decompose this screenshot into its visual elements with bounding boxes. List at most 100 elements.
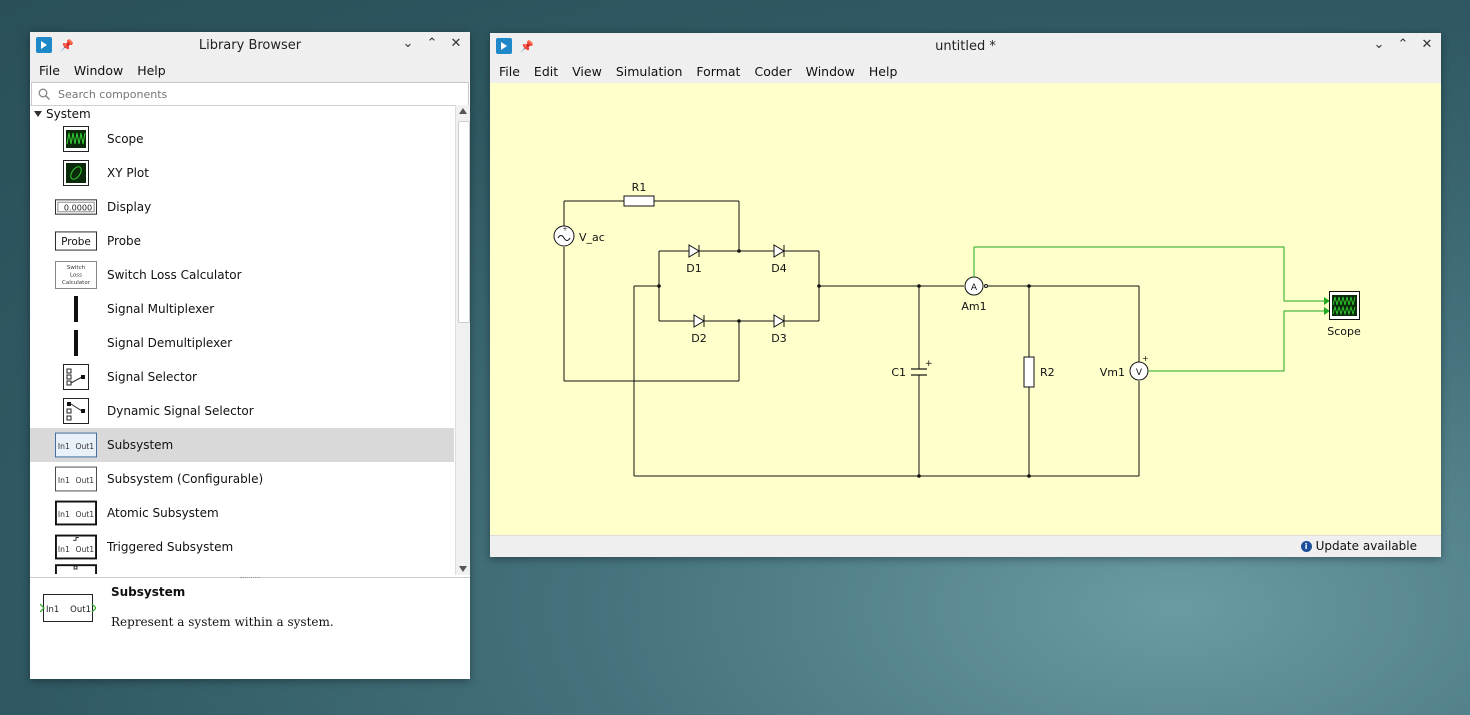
menu-coder[interactable]: Coder [754,63,792,79]
scrollbar-thumb[interactable] [458,121,470,323]
label-v-ac: V_ac [579,231,605,244]
detail-title: Subsystem [111,585,186,599]
library-browser-titlebar[interactable]: 📌 Library Browser ⌄ ⌃ ✕ [30,32,470,58]
category-label: System [46,107,91,121]
tree-item-partial[interactable] [30,564,454,574]
subsystem-icon-out: Out1 [75,476,94,485]
window-title: untitled * [935,38,996,54]
scroll-down-icon[interactable] [459,566,467,572]
subsystem-icon-in: In1 [58,545,70,554]
tree-item-probe[interactable]: Probe Probe [30,224,454,258]
component-tree: System Scope XY Plot 0.0000 Display Prob… [30,105,454,576]
pin-icon[interactable]: 📌 [520,39,534,53]
tree-item-signal-selector[interactable]: Signal Selector [30,360,454,394]
multiplexer-icon [55,296,97,322]
ammeter-am1[interactable]: A Am1 [961,276,988,313]
label-vm1: Vm1 [1100,366,1125,379]
tree-category-system[interactable]: System [30,106,454,122]
subsystem-icon-out: Out1 [75,545,94,554]
search-bar [31,82,469,106]
subsystem-icon-out: Out1 [75,510,94,519]
ammeter-symbol: A [971,283,978,293]
tree-item-label: Triggered Subsystem [107,540,234,554]
diode-d3[interactable]: D3 [771,314,787,345]
menu-simulation[interactable]: Simulation [615,63,683,79]
chevron-up-icon[interactable]: ⌃ [426,36,438,51]
label-d1: D1 [686,262,701,275]
menu-window[interactable]: Window [73,62,124,78]
tree-item-label: Scope [107,132,144,146]
circuit-diagram: R1 + V_ac D1 D4 [553,181,1361,478]
label-d3: D3 [771,332,786,345]
tree-item-label: Switch Loss Calculator [107,268,242,282]
expand-triangle-icon[interactable] [34,111,42,117]
capacitor-c1[interactable]: + C1 [891,359,932,379]
svg-text:+: + [562,226,567,233]
ac-voltage-source-v-ac[interactable]: + V_ac [553,225,605,247]
menu-file[interactable]: File [39,62,60,78]
tree-item-xy-plot[interactable]: XY Plot [30,156,454,190]
menu-edit[interactable]: Edit [533,63,559,79]
svg-text:+: + [1142,354,1149,363]
label-c1: C1 [891,366,906,379]
probe-icon-text: Probe [61,236,91,248]
menu-help[interactable]: Help [868,63,898,79]
info-icon: i [1300,540,1312,552]
tree-item-signal-multiplexer[interactable]: Signal Multiplexer [30,292,454,326]
label-r1: R1 [632,181,647,194]
subsystem-icon-in: In1 [58,510,70,519]
resistor-r2[interactable]: R2 [1023,356,1055,388]
voltmeter-vm1[interactable]: V + Vm1 [1100,354,1149,381]
tree-item-display[interactable]: 0.0000 Display [30,190,454,224]
partial-block-icon [55,564,97,574]
detail-icon-out: Out1 [70,605,91,615]
diode-d4[interactable]: D4 [771,244,787,275]
model-titlebar[interactable]: 📌 untitled * ⌄ ⌃ ✕ [490,33,1441,59]
diode-d1[interactable]: D1 [686,244,702,275]
library-browser-window: 📌 Library Browser ⌄ ⌃ ✕ File Window Help… [30,32,470,679]
model-window: 📌 untitled * ⌄ ⌃ ✕ File Edit View Simula… [490,33,1441,557]
detail-icon-in: In1 [46,605,59,615]
pin-icon[interactable]: 📌 [60,38,74,52]
menu-format[interactable]: Format [696,63,741,79]
app-logo-icon [36,37,52,53]
tree-item-label: Subsystem [107,438,174,452]
chevron-down-icon[interactable]: ⌄ [402,36,414,51]
triggered-subsystem-icon: In1 Out1 [55,534,97,560]
tree-scrollbar[interactable] [455,105,470,575]
model-menubar: File Edit View Simulation Format Coder W… [490,59,1441,83]
tree-item-signal-demultiplexer[interactable]: Signal Demultiplexer [30,326,454,360]
tree-item-triggered-subsystem[interactable]: In1 Out1 Triggered Subsystem [30,530,454,564]
display-icon: 0.0000 [55,194,97,220]
schematic-canvas[interactable]: R1 + V_ac D1 D4 [490,83,1441,536]
menu-help[interactable]: Help [137,62,166,78]
tree-item-dynamic-signal-selector[interactable]: Dynamic Signal Selector [30,394,454,428]
label-d4: D4 [771,262,786,275]
splitter-handle[interactable] [240,577,260,581]
status-text: Update available [1315,539,1417,553]
update-available-notice[interactable]: i Update available [1300,539,1417,553]
close-icon[interactable]: ✕ [450,36,462,51]
menu-file[interactable]: File [499,63,520,79]
close-icon[interactable]: ✕ [1421,37,1433,52]
chevron-up-icon[interactable]: ⌃ [1397,37,1409,52]
label-r2: R2 [1040,366,1055,379]
chevron-down-icon[interactable]: ⌄ [1373,37,1385,52]
resistor-r1[interactable]: R1 [623,181,655,207]
scroll-up-icon[interactable] [459,108,467,114]
menu-window[interactable]: Window [805,63,855,79]
search-input[interactable] [56,86,440,102]
menu-view[interactable]: View [572,63,602,79]
tree-item-scope[interactable]: Scope [30,122,454,156]
diode-d2[interactable]: D2 [691,314,707,345]
app-logo-icon [496,38,512,54]
scope-block[interactable]: Scope [1327,291,1361,339]
subsystem-icon-out: Out1 [75,442,94,451]
voltmeter-symbol: V [1136,368,1143,378]
svg-text:Calculator: Calculator [62,280,91,286]
status-bar: i Update available [490,535,1441,557]
